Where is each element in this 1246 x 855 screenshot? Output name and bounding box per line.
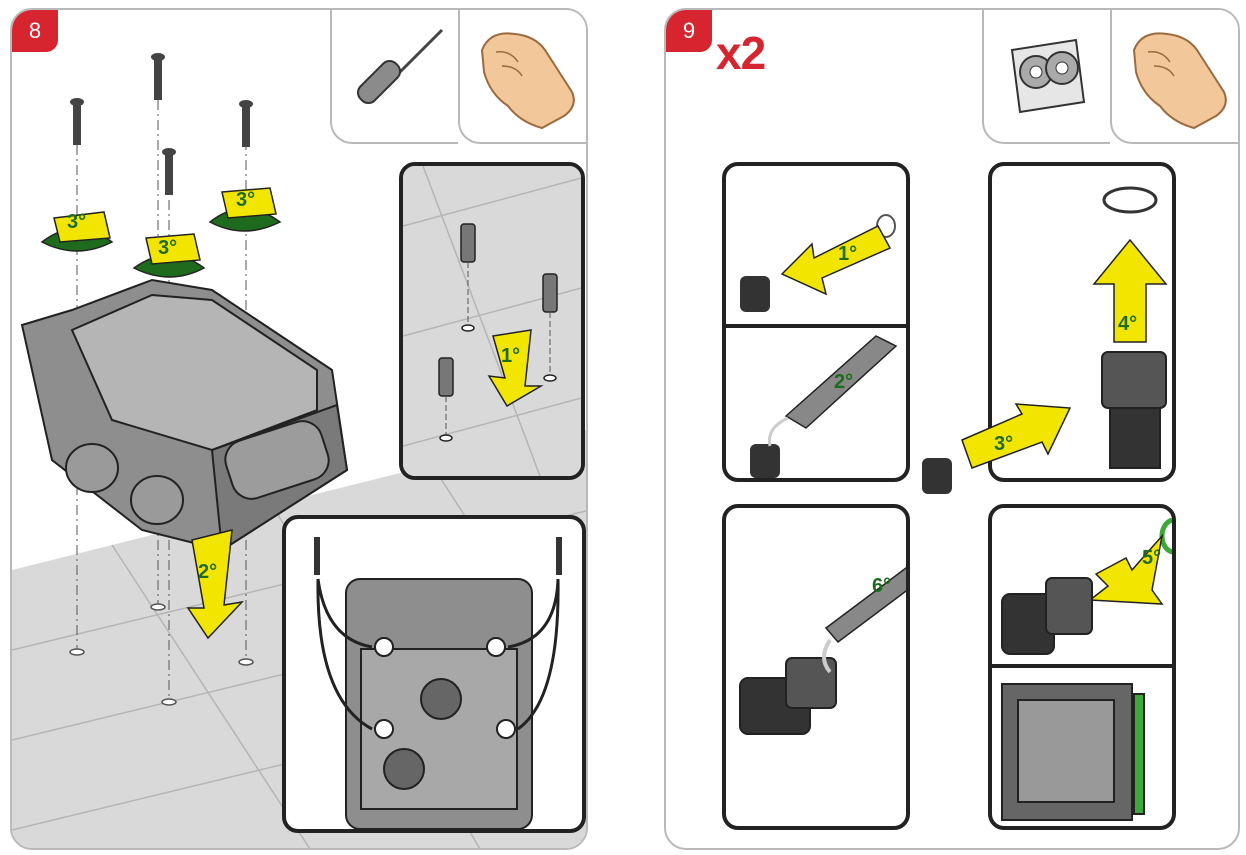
rotate-b-label: 3° [158,237,177,259]
hand-tool-box-2 [1110,10,1238,144]
rotate-a-label: 3° [67,211,86,233]
step-9-tools [982,10,1238,144]
step-5-inset: 5° [988,504,1176,830]
step-1-arrow [780,225,892,296]
hand-tool-box [458,10,586,144]
sealant-tube-icon [750,335,898,478]
move-down-label: 2° [198,561,217,583]
step-4-inset: 4° [988,162,1176,482]
step-6-inset: 6° [722,504,910,830]
step-9-number: 9 [666,10,712,52]
screw-icon [70,53,253,195]
step-5-label: 5° [1142,547,1161,569]
step-1-label: 1° [838,243,857,265]
rotate-arrow-b [132,233,206,278]
step-9-panel: 9 x2 1° [664,8,1240,850]
pump-base-box [20,278,349,552]
move-down-arrow [186,529,245,640]
step-2-label: 2° [834,371,853,393]
sealing-tape-tool-box [982,10,1110,144]
step-6-label: 6° [872,575,891,597]
repeat-multiplier: x2 [716,27,766,79]
box-underside [345,578,533,829]
underside-inset [282,515,586,833]
rotate-arrow-a [40,211,114,252]
step-4-arrow [1092,238,1168,343]
wall-plug-inset: 1° [399,162,585,480]
step-1-2-inset: 1° 2° [722,162,910,482]
rotate-arrow-c [208,187,282,232]
step-8-panel: 8 [10,8,588,850]
fitting-nut-icon [922,458,952,494]
step-5-arrow [1087,533,1164,605]
screwdriver-icon [356,28,444,105]
hand-icon [480,32,575,130]
fitting-nut-icon [740,276,770,312]
rotate-c-label: 3° [236,189,255,211]
hand-icon [1132,32,1227,130]
fitting-cross-section-icon [1001,683,1145,821]
threaded-fitting-icon [1001,577,1093,655]
drill-down-arrow [487,329,544,408]
drill-label: 1° [501,345,520,367]
sealing-tape-icon [1010,38,1086,114]
threaded-fitting-icon [1101,351,1167,469]
screw-icon [314,537,562,575]
step-8-tools [330,10,586,144]
threaded-fitting-icon [739,657,837,735]
screwdriver-tool-box [330,10,458,144]
step-8-number: 8 [12,10,58,52]
step-4-label: 4° [1118,313,1137,335]
sealant-tube-icon [824,567,906,644]
